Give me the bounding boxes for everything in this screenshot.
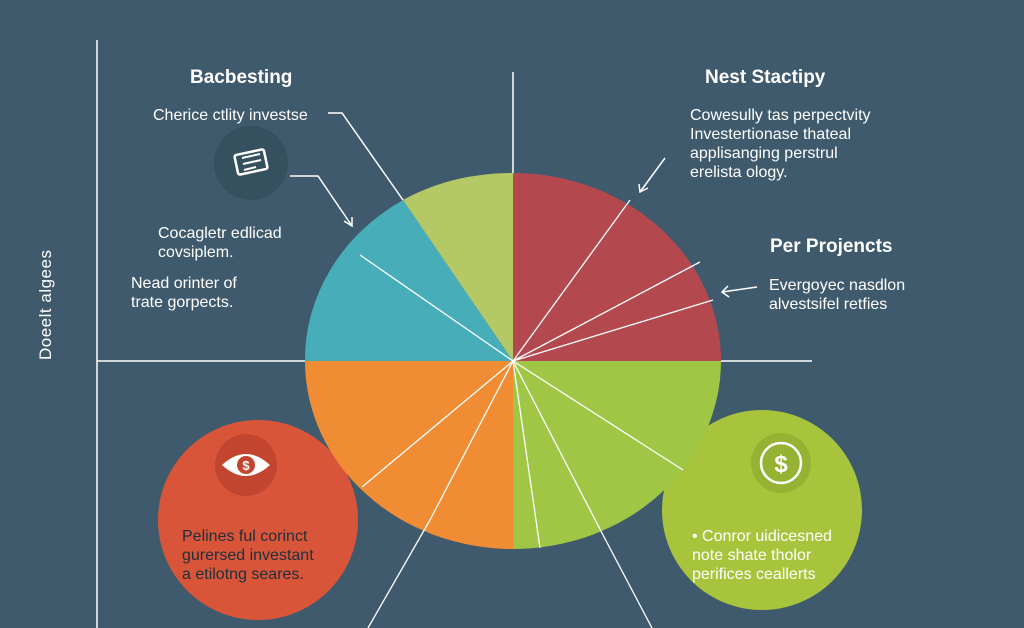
bubble-left	[158, 420, 358, 620]
right-line-2: alvestsifel retfies	[769, 296, 888, 313]
top-right-title: Nest Stactipy	[705, 67, 826, 88]
top-left-title: Bacbesting	[190, 67, 293, 88]
dollar-coin-icon: $	[751, 433, 811, 493]
svg-text:$: $	[774, 451, 788, 478]
sector-lime	[403, 172, 513, 361]
callout-lines	[290, 112, 758, 293]
svg-text:$: $	[242, 458, 250, 473]
eye-dollar-icon: $	[215, 434, 277, 496]
top-left-line-3: Nead orinter of trate gorpects.	[131, 275, 237, 311]
top-right-line-1: Cowesully tas perpectvity	[690, 107, 871, 124]
callout-left-arrow	[290, 175, 353, 227]
sector-orange	[305, 361, 513, 549]
bubble-right-line-3: perifices ceallerts	[692, 566, 816, 583]
bubble-left-line-1: Pelines ful corinct	[182, 528, 308, 545]
bubble-right	[662, 410, 862, 610]
side-label: Doeelt algees	[36, 249, 55, 360]
right-line-1: Evergoyec nasdlon	[769, 277, 906, 294]
top-left-line-1: Cherice ctlity investse	[153, 107, 308, 124]
sector-teal	[304, 200, 513, 361]
top-right-line-4: erelista ology.	[690, 164, 788, 181]
sector-green	[513, 361, 721, 549]
ticket-icon	[214, 126, 288, 200]
callout-top-left	[328, 112, 404, 201]
top-left-line-2: Cocagletr edlicad covsiplem.	[158, 225, 282, 261]
arrow-heads	[343, 183, 730, 298]
bubble-left-line-2: gurersed investant	[182, 547, 314, 564]
bottom-extension-lines	[367, 519, 653, 628]
callout-right	[721, 286, 758, 293]
right-title: Per Projencts	[770, 236, 893, 257]
bubble-left-line-3: a etilotng seares.	[182, 566, 304, 583]
top-right-line-2: Investertionase thateal	[690, 126, 851, 143]
top-right-line-3: applisanging perstrul	[690, 145, 838, 162]
callout-top-right	[639, 157, 666, 193]
pie-dividers	[359, 199, 714, 549]
bubble-right-line-2: note shate tholor	[692, 547, 812, 564]
bubble-right-line-1: • Conror uidicesned	[692, 528, 832, 545]
